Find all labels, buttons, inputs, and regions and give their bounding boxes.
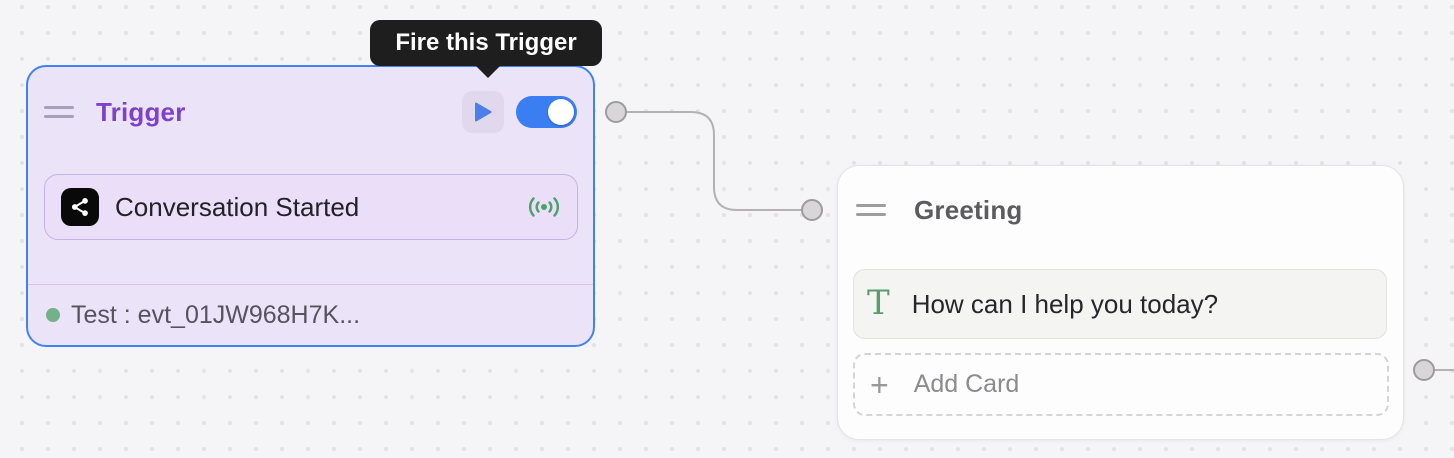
greeting-node-header: Greeting — [856, 190, 1385, 230]
trigger-node[interactable]: Trigger — [26, 65, 595, 347]
tooltip-label: Fire this Trigger — [395, 29, 577, 56]
trigger-card-label: Conversation Started — [115, 191, 360, 222]
greeting-node-title: Greeting — [914, 194, 1023, 225]
plus-icon: + — [870, 366, 889, 403]
toggle-knob — [548, 99, 574, 125]
trigger-enabled-toggle[interactable] — [516, 96, 577, 128]
play-icon — [475, 102, 492, 122]
tooltip-arrow — [474, 64, 502, 78]
fire-trigger-tooltip: Fire this Trigger — [370, 20, 602, 78]
trigger-output-port — [605, 101, 627, 123]
fire-trigger-button[interactable] — [462, 91, 504, 133]
add-card-button[interactable]: + Add Card — [853, 353, 1389, 416]
broadcast-icon — [529, 197, 559, 217]
text-card-label: How can I help you today? — [911, 288, 1219, 319]
trigger-node-header: Trigger — [44, 91, 577, 133]
add-card-label: Add Card — [913, 370, 1020, 398]
text-card[interactable]: T How can I help you today? — [853, 269, 1387, 339]
drag-handle-icon[interactable] — [856, 204, 886, 216]
conversation-started-card[interactable]: Conversation Started — [44, 174, 578, 240]
status-dot — [46, 308, 60, 322]
trigger-footer[interactable]: Test : evt_01JW968H7K... — [28, 284, 593, 345]
greeting-node[interactable]: Greeting T How can I help you today? + A… — [837, 165, 1404, 440]
greeting-output-port — [1413, 359, 1435, 381]
wire-trigger-to-greeting — [626, 111, 801, 211]
trigger-node-title: Trigger — [96, 96, 186, 127]
greeting-input-port — [801, 199, 823, 221]
text-icon: T — [867, 283, 890, 323]
test-event-label: Test : evt_01JW968H7K... — [71, 300, 361, 329]
drag-handle-icon[interactable] — [44, 106, 74, 118]
share-icon — [61, 188, 99, 226]
